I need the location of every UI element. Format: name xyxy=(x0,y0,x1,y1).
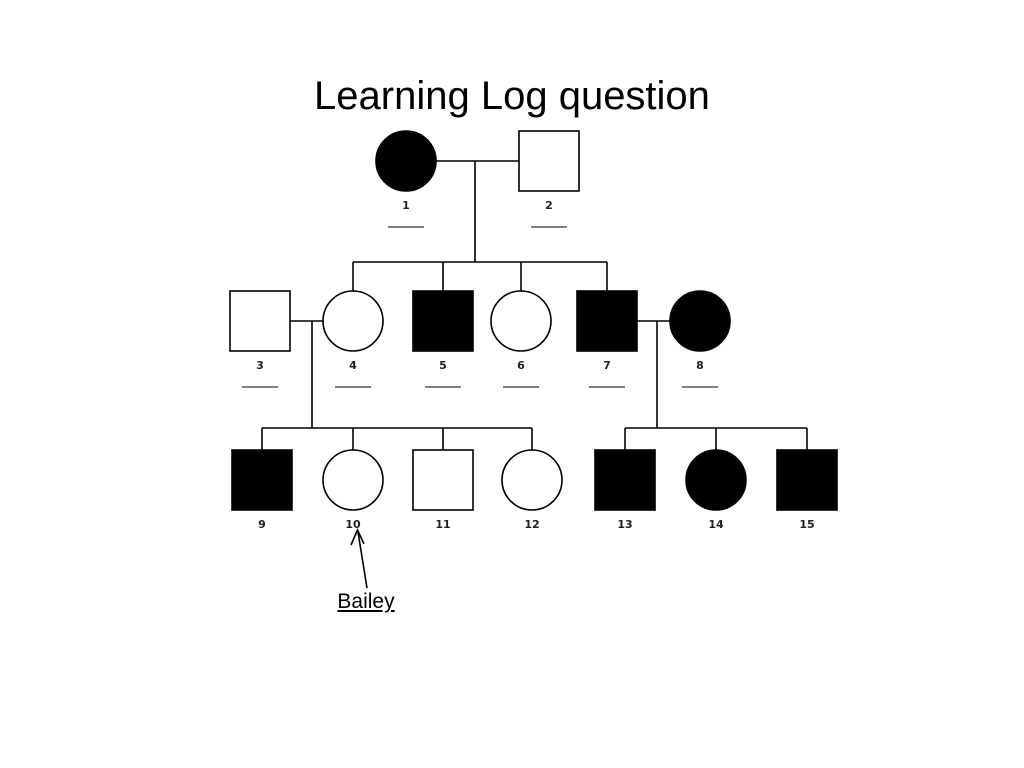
individual-number-2: 2 xyxy=(545,199,553,212)
individual-number-13: 13 xyxy=(617,518,632,531)
male-symbol-9 xyxy=(231,449,293,511)
male-symbol-7 xyxy=(576,290,638,352)
individual-number-3: 3 xyxy=(256,359,264,372)
male-symbol-3 xyxy=(229,290,291,352)
individual-number-11: 11 xyxy=(435,518,450,531)
individual-number-10: 10 xyxy=(345,518,361,531)
female-symbol-6 xyxy=(490,290,552,352)
individual-number-4: 4 xyxy=(349,359,357,372)
male-symbol-2 xyxy=(518,130,580,192)
individual-number-8: 8 xyxy=(696,359,704,372)
callout-label: Bailey xyxy=(337,590,395,613)
male-symbol-5 xyxy=(412,290,474,352)
individual-number-6: 6 xyxy=(517,359,525,372)
female-symbol-1 xyxy=(375,130,437,192)
individual-number-9: 9 xyxy=(258,518,266,531)
slide-title: Learning Log question xyxy=(314,74,710,118)
answer-blanks xyxy=(242,226,718,388)
female-symbol-8 xyxy=(669,290,731,352)
arrow-shaft xyxy=(357,531,368,589)
female-symbol-4 xyxy=(322,290,384,352)
male-symbol-11 xyxy=(412,449,474,511)
female-symbol-10 xyxy=(322,449,384,511)
male-symbol-13 xyxy=(594,449,656,511)
relationship-lines xyxy=(261,160,808,450)
female-symbol-14 xyxy=(685,449,747,511)
individual-number-15: 15 xyxy=(799,518,814,531)
male-symbol-15 xyxy=(776,449,838,511)
callout-arrow xyxy=(350,528,368,589)
individual-number-7: 7 xyxy=(603,359,611,372)
individual-number-14: 14 xyxy=(708,518,724,531)
individual-symbols xyxy=(229,130,838,511)
individual-number-5: 5 xyxy=(439,359,447,372)
female-symbol-12 xyxy=(501,449,563,511)
individual-number-12: 12 xyxy=(524,518,539,531)
individual-number-1: 1 xyxy=(402,199,410,212)
arrow-head-icon xyxy=(350,528,365,546)
